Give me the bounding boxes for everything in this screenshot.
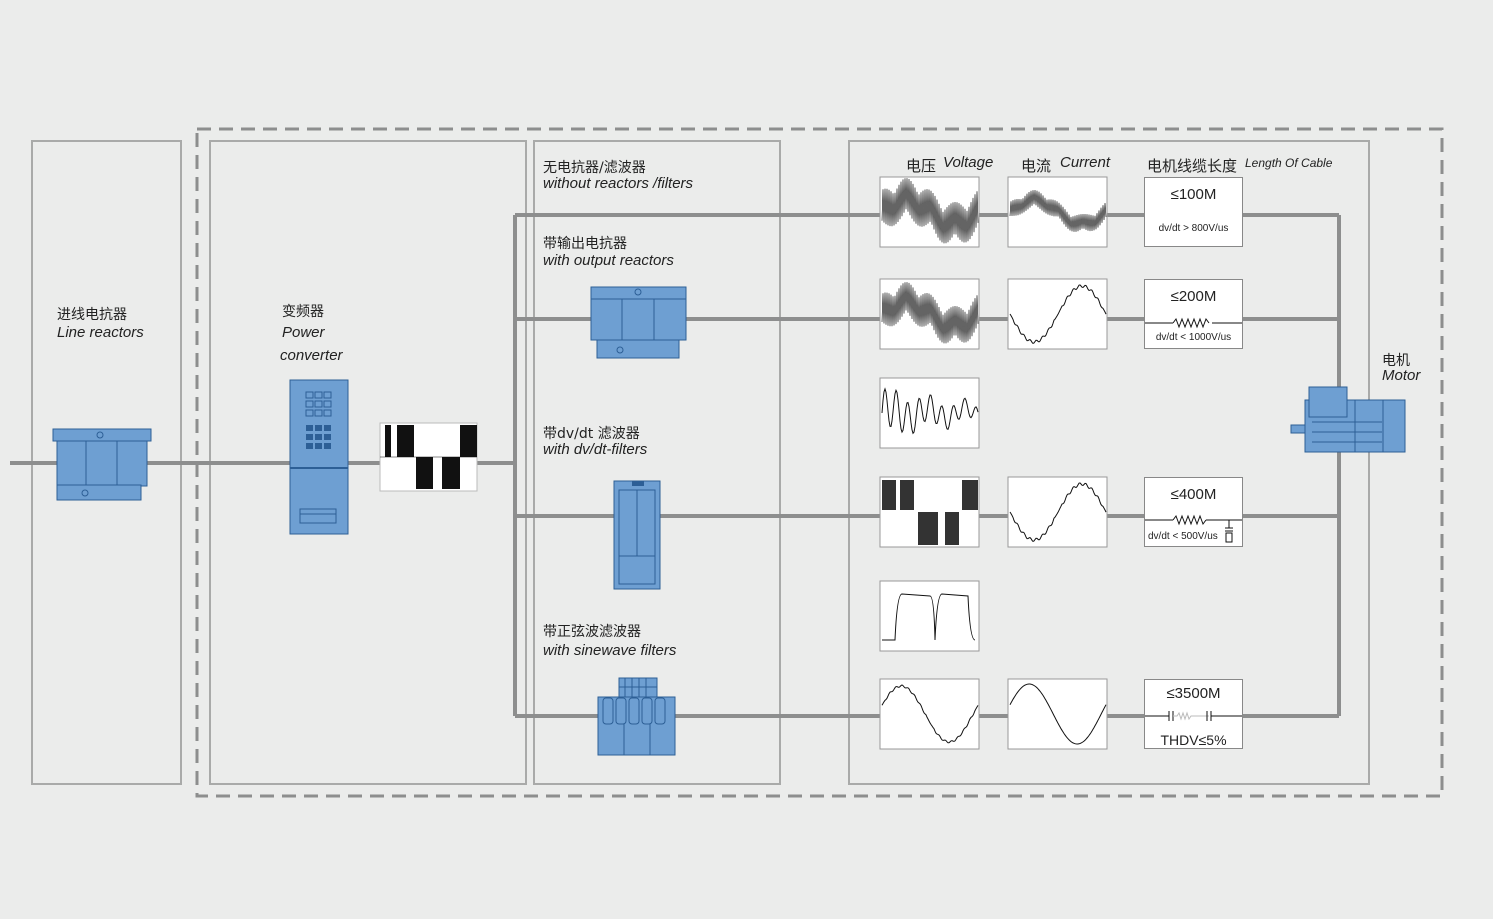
option-dvdt-zh: 带dv/dt 滤波器	[543, 426, 640, 442]
converter-output-pwm-plot	[379, 422, 478, 492]
motor-label-zh: 电机	[1382, 353, 1410, 369]
cable-box-3: ≤400M dv/dt < 500V/us	[1144, 477, 1243, 547]
waveform-plots	[879, 176, 1108, 750]
cable-length: ≤3500M	[1166, 685, 1221, 702]
option-none-zh: 无电抗器/滤波器	[543, 160, 646, 176]
power-converter-device	[289, 379, 349, 535]
voltage-plot-dvdt-detail	[879, 580, 980, 652]
converter-label-zh: 变频器	[282, 304, 324, 320]
voltage-plot-no-filter	[879, 176, 980, 248]
sinewave-filter-device	[597, 677, 676, 756]
cable-length: ≤200M	[1170, 288, 1217, 305]
line-reactor-label-en: Line reactors	[57, 324, 144, 341]
drive-dashed-boundary	[195, 127, 1444, 798]
current-plot-dvdt-filter	[1007, 476, 1108, 548]
cable-length: ≤400M	[1170, 486, 1217, 503]
cable-length: ≤100M	[1170, 186, 1217, 203]
voltage-plot-reactor-detail	[879, 377, 980, 449]
cable-box-1: ≤100M dv/dt > 800V/us	[1144, 177, 1243, 247]
cable-box-2: ≤200M dv/dt < 1000V/us	[1144, 279, 1243, 349]
inductor-symbol	[1145, 317, 1242, 329]
converter-label-en2: converter	[280, 347, 343, 364]
output-reactor-device	[590, 286, 687, 359]
option-reactor-zh: 带输出电抗器	[543, 236, 627, 252]
option-dvdt-en: with dv/dt-filters	[543, 441, 648, 458]
cable-note: dv/dt < 500V/us	[1148, 531, 1218, 542]
motor-label-en: Motor	[1382, 367, 1421, 384]
header-cable-zh: 电机线缆长度	[1147, 157, 1238, 175]
voltage-plot-output-reactor	[879, 278, 980, 350]
dvdt-filter-symbol	[1145, 514, 1242, 543]
option-none-en: without reactors /filters	[543, 175, 694, 192]
line-reactor-device	[52, 428, 152, 501]
cable-box-4: ≤3500M THDV≤5%	[1144, 679, 1243, 749]
line-reactor-label-zh: 进线电抗器	[57, 307, 127, 323]
option-sinewave-en: with sinewave filters	[543, 642, 677, 659]
header-current-zh: 电流	[1021, 157, 1052, 175]
header-voltage-zh: 电压	[906, 157, 937, 175]
options-section	[533, 140, 781, 785]
option-reactor-en: with output reactors	[543, 252, 674, 269]
cable-note: dv/dt < 1000V/us	[1155, 332, 1232, 343]
current-plot-output-reactor	[1007, 278, 1108, 350]
sinewave-filter-symbol	[1145, 711, 1242, 721]
converter-label-en1: Power	[282, 324, 325, 341]
header-cable-en: Length Of Cable	[1245, 156, 1333, 170]
voltage-plot-dvdt-filter	[879, 476, 980, 548]
voltage-plot-sinewave-filter	[879, 678, 980, 750]
current-plot-sinewave-filter	[1007, 678, 1108, 750]
header-voltage-en: Voltage	[943, 154, 994, 171]
motor-device	[1290, 386, 1406, 453]
header-current-en: Current	[1060, 154, 1111, 171]
cable-note: THDV≤5%	[1160, 732, 1227, 748]
current-plot-no-filter	[1007, 176, 1108, 248]
waveform-section	[848, 140, 1370, 785]
option-sinewave-zh: 带正弦波滤波器	[543, 624, 641, 640]
dvdt-filter-device	[613, 480, 661, 590]
cable-note: dv/dt > 800V/us	[1158, 223, 1229, 234]
